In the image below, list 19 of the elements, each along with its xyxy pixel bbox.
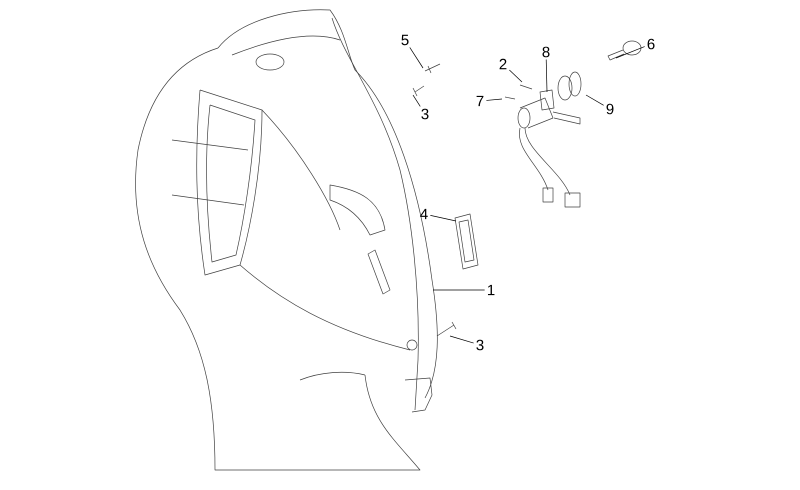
- callout-number: 3: [476, 340, 484, 350]
- leader-line: [509, 70, 522, 82]
- callout-number: 5: [401, 34, 409, 46]
- leader-line: [450, 336, 474, 344]
- callout-number: 3: [421, 108, 429, 120]
- callout-number: 6: [648, 38, 655, 50]
- callout-number: 2: [500, 58, 506, 70]
- leader-line: [486, 98, 502, 101]
- leader-line: [586, 94, 604, 106]
- leader-line: [546, 59, 548, 92]
- leader-line: [616, 46, 645, 58]
- callout-number: 8: [542, 46, 550, 58]
- leader-line: [430, 215, 456, 222]
- callout-number: 9: [606, 104, 614, 114]
- callout-number: 7: [476, 96, 484, 106]
- callout-number: 4: [420, 208, 428, 220]
- leader-line: [409, 47, 424, 68]
- leader-line: [412, 94, 421, 107]
- callout-number: 1: [488, 284, 494, 296]
